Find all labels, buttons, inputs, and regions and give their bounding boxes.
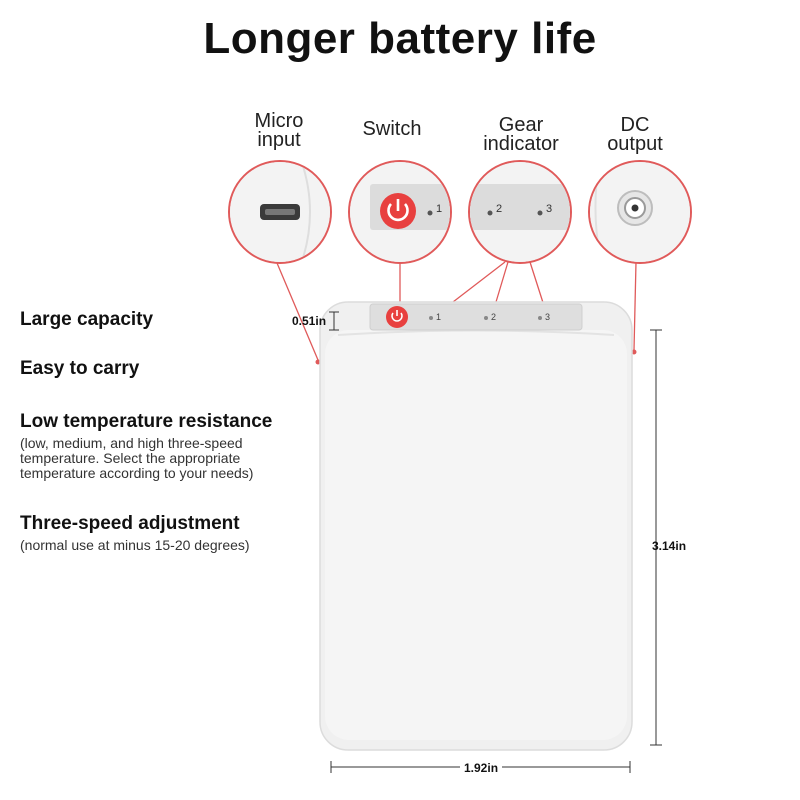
callout-circle-switch [348, 160, 452, 264]
page-title: Longer battery life [203, 14, 597, 63]
feature-low-temperature-desc: (low, medium, and high three-speed tempe… [20, 435, 254, 481]
feature-low-temperature-resistance: Low temperature resistance [20, 411, 273, 432]
feature-three-speed-desc: (normal use at minus 15-20 degrees) [20, 537, 250, 553]
dc-jack-icon [617, 190, 653, 226]
control-panel [369, 303, 583, 331]
power-icon [380, 193, 416, 229]
gear-indicator-3: 3 [546, 203, 553, 215]
dimension-height-label: 3.14in [652, 539, 687, 553]
callout-label-switch: Switch [362, 118, 422, 140]
feature-large-capacity: Large capacity [20, 309, 154, 330]
feature-three-speed-adjustment: Three-speed adjustment [20, 513, 240, 534]
feature-easy-to-carry: Easy to carry [20, 358, 140, 379]
device-indicator-1: 1 [436, 312, 442, 322]
callout-label-dc-output: DC output [607, 114, 663, 155]
callout-circle-gear-indicator [468, 160, 572, 264]
callout-circle-micro-input [228, 160, 332, 264]
gear-indicator-2: 2 [496, 203, 503, 215]
device-indicator-2: 2 [491, 312, 497, 322]
callout-circle-dc-output [588, 160, 692, 264]
usb-port-icon [260, 204, 300, 220]
device-indicator-3: 3 [545, 312, 551, 322]
dimension-width-label: 1.92in [460, 761, 503, 775]
leader-line-dc-output [633, 261, 637, 351]
dimension-thickness-label: 0.51in [292, 314, 327, 328]
switch-indicator-1: 1 [436, 203, 443, 215]
device-power-button [386, 306, 408, 328]
callout-label-gear-indicator: Gear indicator [483, 114, 559, 155]
leader-line-micro-input [276, 262, 319, 361]
callout-label-micro-input: Micro input [254, 110, 304, 151]
